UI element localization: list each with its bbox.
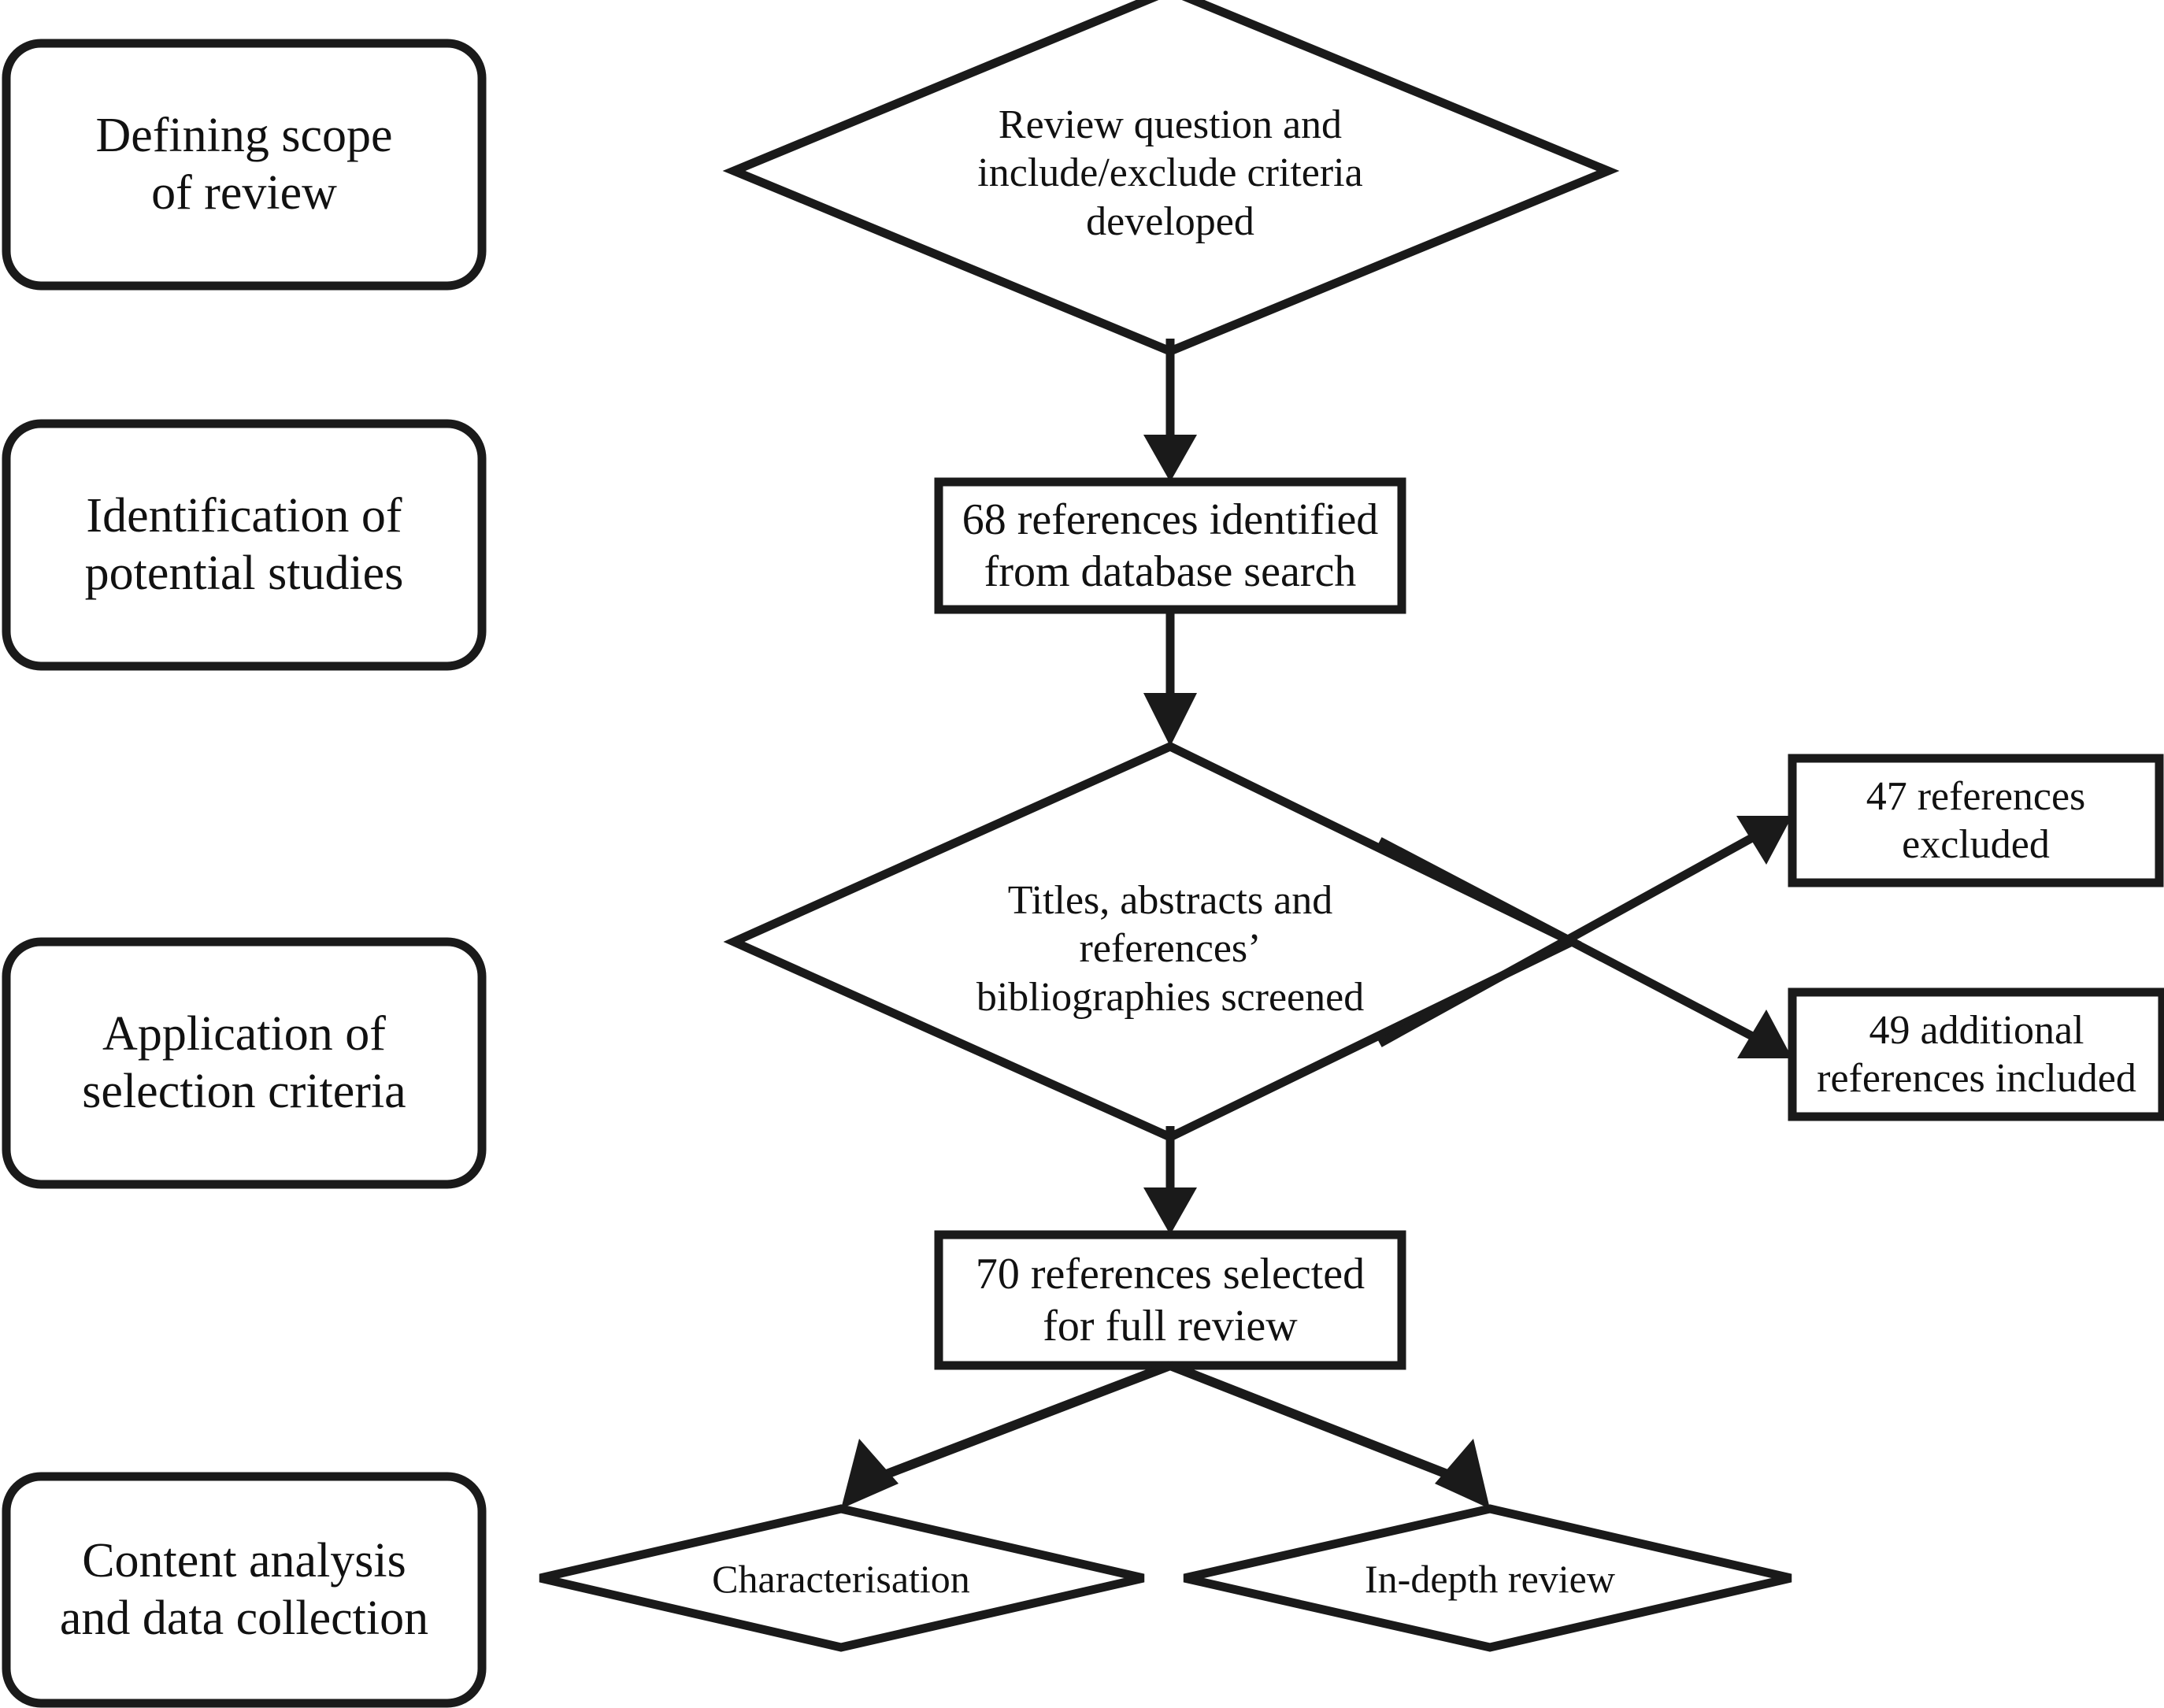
connector-screening-to-49-included [1377, 837, 1776, 1051]
connector-70-to-in-depth [1168, 1361, 1466, 1485]
diamond-characterisation [539, 1504, 1145, 1652]
stage-box-defining-scope [2, 39, 487, 291]
arrowhead-screening-to-49-included [1737, 1010, 1792, 1058]
arrowhead-screening-to-70 [1143, 1187, 1197, 1235]
arrowhead-70-to-in-depth [1435, 1439, 1490, 1509]
stage-box-selection-criteria [2, 937, 487, 1189]
box-68-references [934, 477, 1406, 614]
diamond-review-question [722, 0, 1620, 356]
arrowhead-68-to-screening [1143, 693, 1197, 747]
stage-box-identification [2, 419, 487, 671]
arrowhead-70-to-characterisation [841, 1439, 899, 1509]
arrowhead-question-to-68 [1143, 435, 1197, 482]
connector-70-to-characterisation [868, 1361, 1173, 1485]
box-49-additional-references-included [1788, 987, 2164, 1121]
diamond-screening [723, 741, 1582, 1143]
arrowhead-screening-to-47-excluded [1736, 816, 1792, 865]
box-70-references-selected [934, 1230, 1406, 1370]
stage-box-content-analysis [2, 1472, 487, 1708]
connector-screening-to-47-excluded [1377, 822, 1776, 1047]
diamond-in-depth-review [1183, 1504, 1792, 1652]
box-47-references-excluded [1788, 754, 2164, 887]
